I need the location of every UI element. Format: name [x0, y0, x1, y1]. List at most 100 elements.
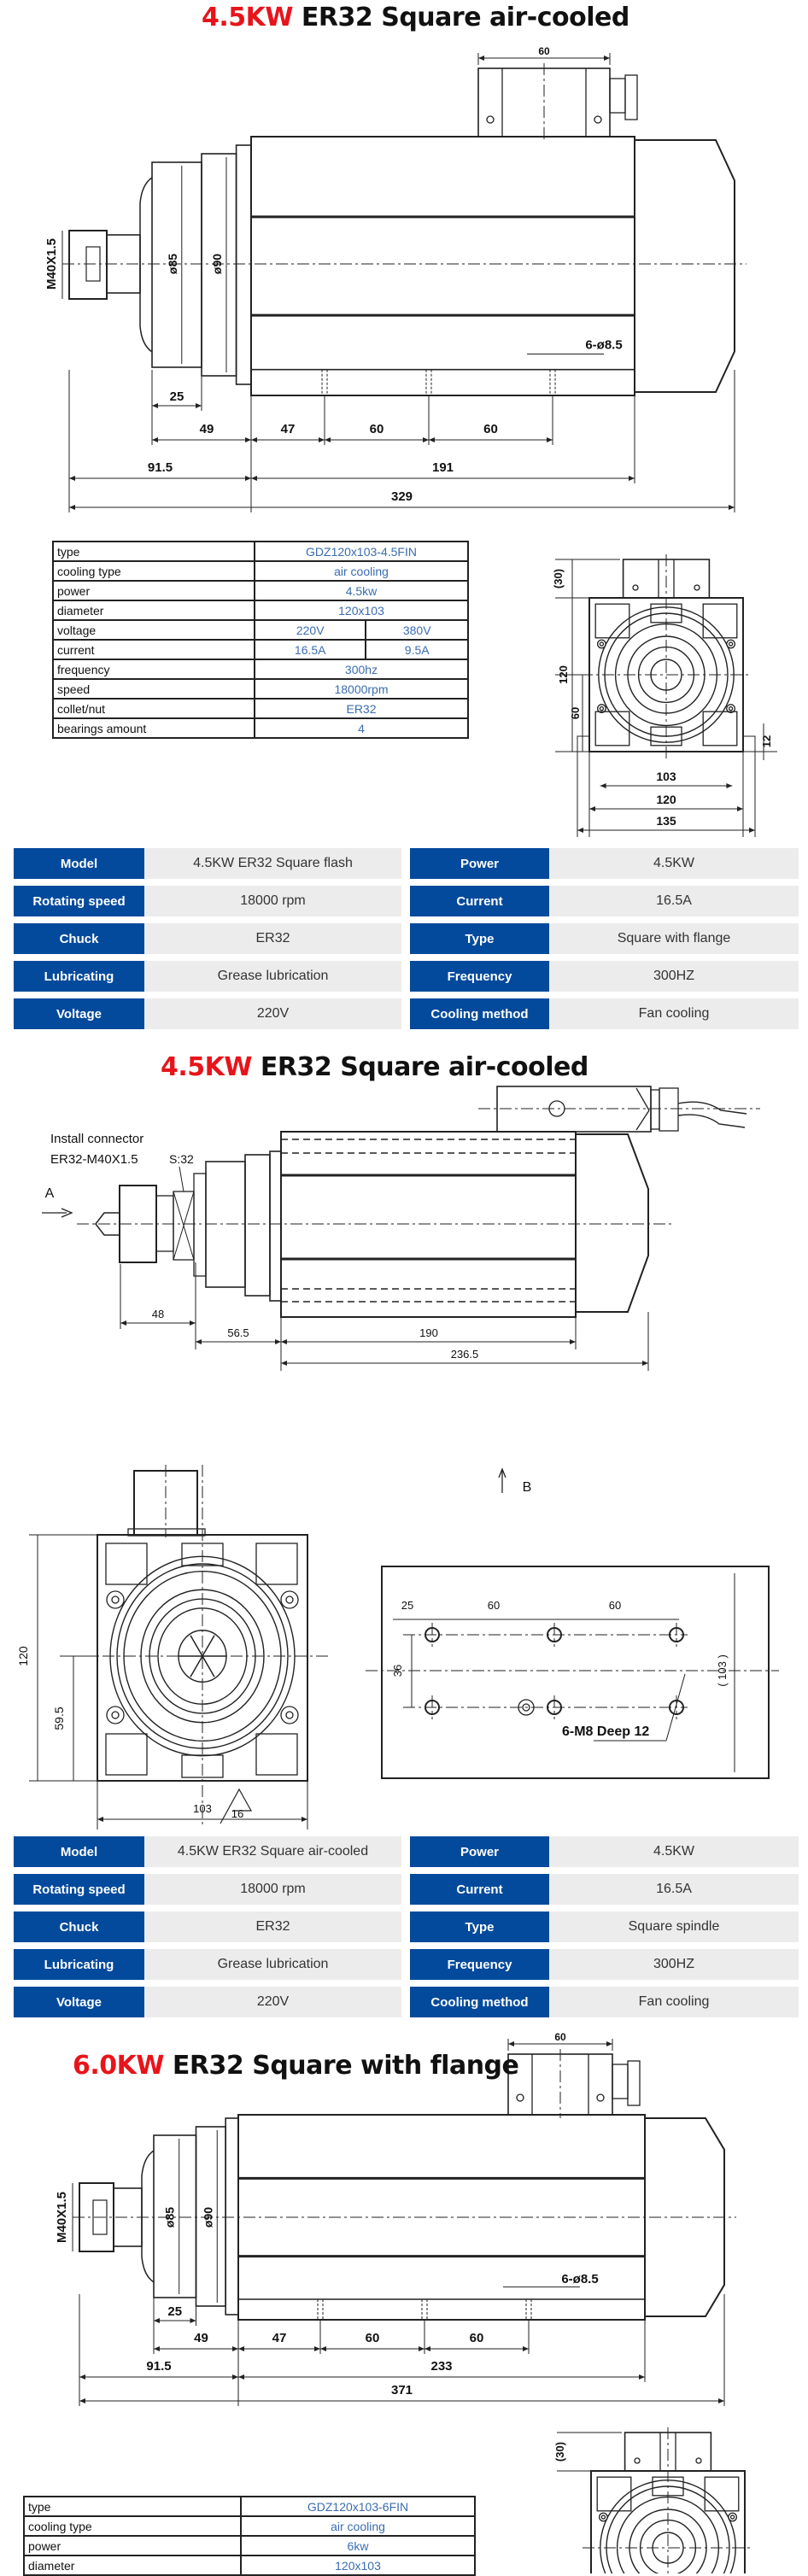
- collet-tip: [95, 1212, 120, 1236]
- drawing-circle: [695, 2457, 702, 2464]
- title-power: 6.0KW: [73, 2051, 164, 2081]
- spec-key: diameter: [23, 2555, 242, 2576]
- spacer: [401, 923, 410, 954]
- spec-key: collet/nut: [52, 698, 255, 719]
- spec-key: voltage: [52, 619, 255, 641]
- spacer: [401, 1836, 410, 1867]
- drawing-circle: [596, 2093, 605, 2102]
- spec-value: air cooling: [240, 2515, 476, 2537]
- drawing-circle: [729, 2515, 735, 2520]
- spec-key: speed: [52, 678, 255, 700]
- title-text: ER32 Square air-cooled: [251, 1052, 588, 1082]
- drawing-outline: [244, 1154, 271, 1297]
- param-value: ER32: [144, 923, 401, 954]
- drawing-circle: [728, 705, 734, 711]
- param-label: Type: [410, 1912, 549, 1942]
- drawing-line: [635, 1109, 650, 1131]
- dimension-label: ø90: [201, 2207, 214, 2228]
- drawing-outline: [594, 711, 630, 746]
- spec-key: type: [52, 541, 255, 562]
- spec-value: ER32: [254, 698, 469, 719]
- drawing-circle: [280, 1590, 299, 1609]
- param-value: Fan cooling: [549, 1987, 799, 2017]
- spacer: [401, 998, 410, 1029]
- dimension-label: ( 103 ): [716, 1654, 729, 1687]
- drawing-outline: [596, 2476, 632, 2512]
- param-label: Voltage: [14, 998, 144, 1029]
- param-label: Current: [410, 1874, 549, 1905]
- drawing-outline: [702, 711, 738, 746]
- dimension-label: ø85: [166, 254, 179, 274]
- dimension-label: M40X1.5: [44, 238, 59, 290]
- param-value: Grease lubrication: [144, 961, 401, 992]
- dimension-label: 60: [366, 2331, 380, 2345]
- spec-value: GDZ120x103-6FIN: [240, 2496, 476, 2517]
- dimension-label: S:32: [169, 1152, 194, 1166]
- param-label: Cooling method: [410, 998, 549, 1029]
- cable: [677, 1101, 747, 1128]
- spec-value: 120x103: [254, 600, 469, 621]
- spacer: [401, 1874, 410, 1905]
- drawing-circle: [280, 1706, 299, 1724]
- param-value: Square with flange: [549, 923, 799, 954]
- spec-key: diameter: [52, 600, 255, 621]
- section1-title: 4.5KW ER32 Square air-cooled: [202, 3, 629, 32]
- dimension-label: Install connector: [50, 1132, 143, 1146]
- dimension-label: 236.5: [451, 1348, 479, 1361]
- drawing-outline: [507, 2053, 613, 2116]
- drawing-circle: [599, 641, 605, 647]
- dimension-label: 120: [16, 1646, 30, 1666]
- param-value: Square spindle: [549, 1912, 799, 1942]
- dimension-label: 6-ø8.5: [561, 2272, 598, 2286]
- param-value: 220V: [144, 998, 401, 1029]
- param-value: 300HZ: [549, 961, 799, 992]
- dimension-label: 60: [609, 1599, 621, 1612]
- param-value: Grease lubrication: [144, 1949, 401, 1980]
- end-cap: [576, 1133, 649, 1313]
- dimension-label: 329: [391, 489, 413, 504]
- param-label: Lubricating: [14, 1949, 144, 1980]
- dimension-label: 47: [272, 2331, 287, 2345]
- param-label: Voltage: [14, 1987, 144, 2017]
- spacer: [401, 1912, 410, 1942]
- drawing-outline: [742, 735, 756, 752]
- spacer: [401, 961, 410, 992]
- drawing-outline: [105, 1733, 148, 1776]
- spec-key: type: [23, 2496, 242, 2517]
- drawing-outline: [381, 1566, 770, 1779]
- param-label: Cooling method: [410, 1987, 549, 2017]
- drawing-line: [190, 1635, 203, 1657]
- title-power: 4.5KW: [202, 3, 293, 32]
- drawing-outline: [255, 1543, 298, 1585]
- param-label: Model: [14, 1836, 144, 1867]
- drawing-line: [190, 1655, 203, 1677]
- dimension-label: 60: [569, 707, 582, 719]
- drawing-line: [179, 1166, 184, 1192]
- param-value: 4.5KW ER32 Square flash: [144, 848, 401, 879]
- param-value: 4.5KW ER32 Square air-cooled: [144, 1836, 401, 1867]
- spec-value: 220V: [253, 619, 367, 641]
- dimension-label: 59.5: [52, 1707, 66, 1730]
- spec-value: 9.5A: [365, 639, 469, 660]
- drawing-outline: [105, 1543, 148, 1585]
- param-label: Power: [410, 1836, 549, 1867]
- spec-key: power: [52, 580, 255, 601]
- bearing-cap: [141, 2150, 155, 2283]
- dimension-label: (30): [552, 569, 565, 588]
- view-arrow-a: [42, 1208, 73, 1218]
- dimension-label: 48: [152, 1308, 164, 1320]
- drawing-circle: [728, 641, 734, 647]
